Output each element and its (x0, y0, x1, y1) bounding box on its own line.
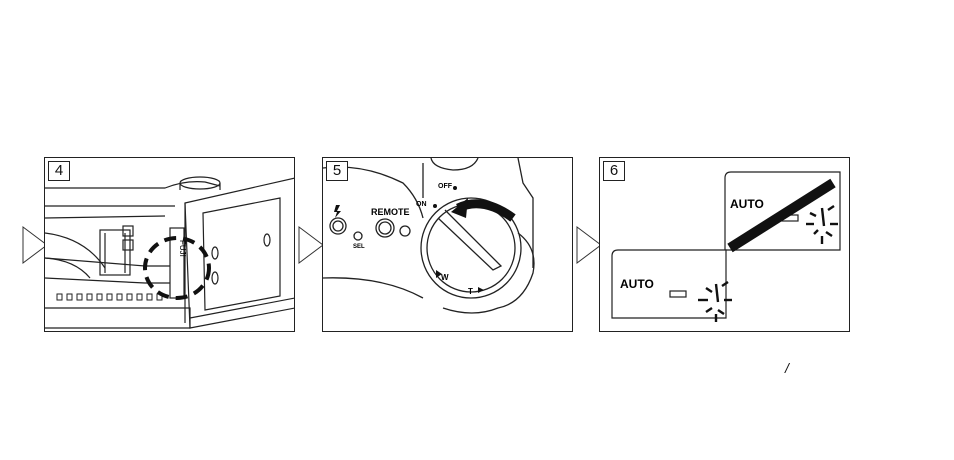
on-label: ON (416, 201, 427, 208)
battery-icon (670, 291, 686, 297)
film-brand-label: FUJI (178, 240, 187, 257)
film-loading-illustration: FUJI (45, 158, 295, 332)
lcd-bottom-mode: AUTO (620, 277, 654, 291)
off-label: OFF (438, 183, 453, 190)
remote-label: REMOTE (371, 207, 410, 217)
stray-mark: / (785, 360, 789, 376)
step-number: 5 (326, 161, 348, 181)
step-number: 6 (603, 161, 625, 181)
step-number: 4 (48, 161, 70, 181)
wide-label: W (441, 273, 449, 282)
step-6-panel: 6 AUTO AUTO (599, 157, 850, 332)
step-4-panel: 4 (44, 157, 295, 332)
flash-icon (334, 205, 341, 218)
lcd-display-illustration: AUTO AUTO (600, 158, 850, 332)
step-5-panel: 5 (322, 157, 573, 332)
tele-label: T (468, 287, 473, 296)
lcd-top-mode: AUTO (730, 197, 764, 211)
power-dial-illustration: OFF ON REMOTE SEL W T (323, 158, 573, 332)
step-5-pointer-icon (298, 226, 324, 264)
self-timer-label: SEL (353, 244, 365, 250)
